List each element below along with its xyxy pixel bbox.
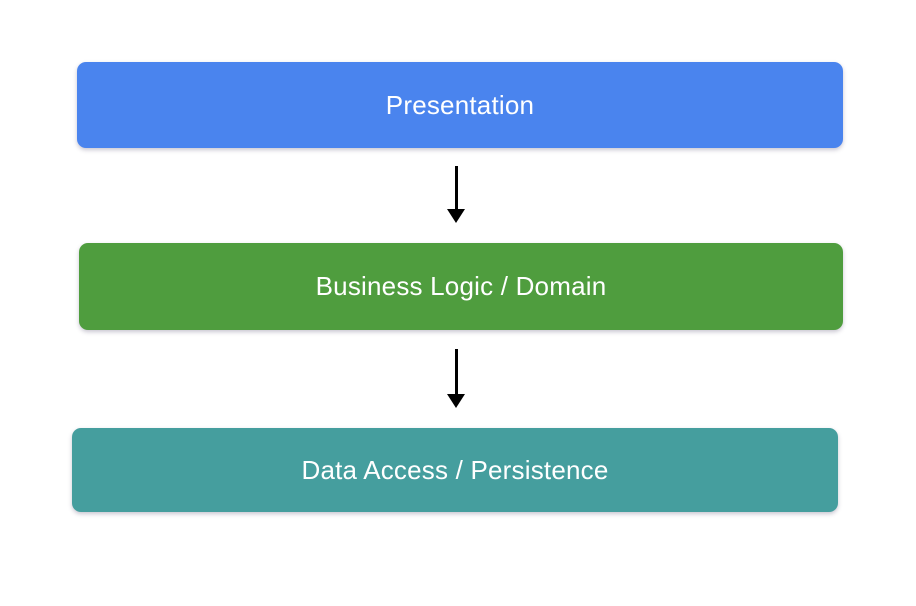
layer-label-data-access: Data Access / Persistence (301, 454, 609, 485)
arrow-head-icon (447, 209, 465, 223)
arrow-shaft (454, 166, 458, 209)
layer-label-business-logic: Business Logic / Domain (315, 271, 607, 301)
arrow-presentation-to-business (446, 166, 466, 223)
arrow-head-icon (447, 394, 465, 408)
arrow-business-to-data (446, 349, 466, 408)
arrow-shaft (454, 349, 458, 394)
layer-box-data-access[interactable]: Data Access / Persistence (72, 428, 838, 512)
layer-box-business-logic[interactable]: Business Logic / Domain (79, 243, 843, 330)
layer-box-presentation[interactable]: Presentation (77, 62, 843, 148)
layer-label-presentation: Presentation (385, 89, 535, 120)
